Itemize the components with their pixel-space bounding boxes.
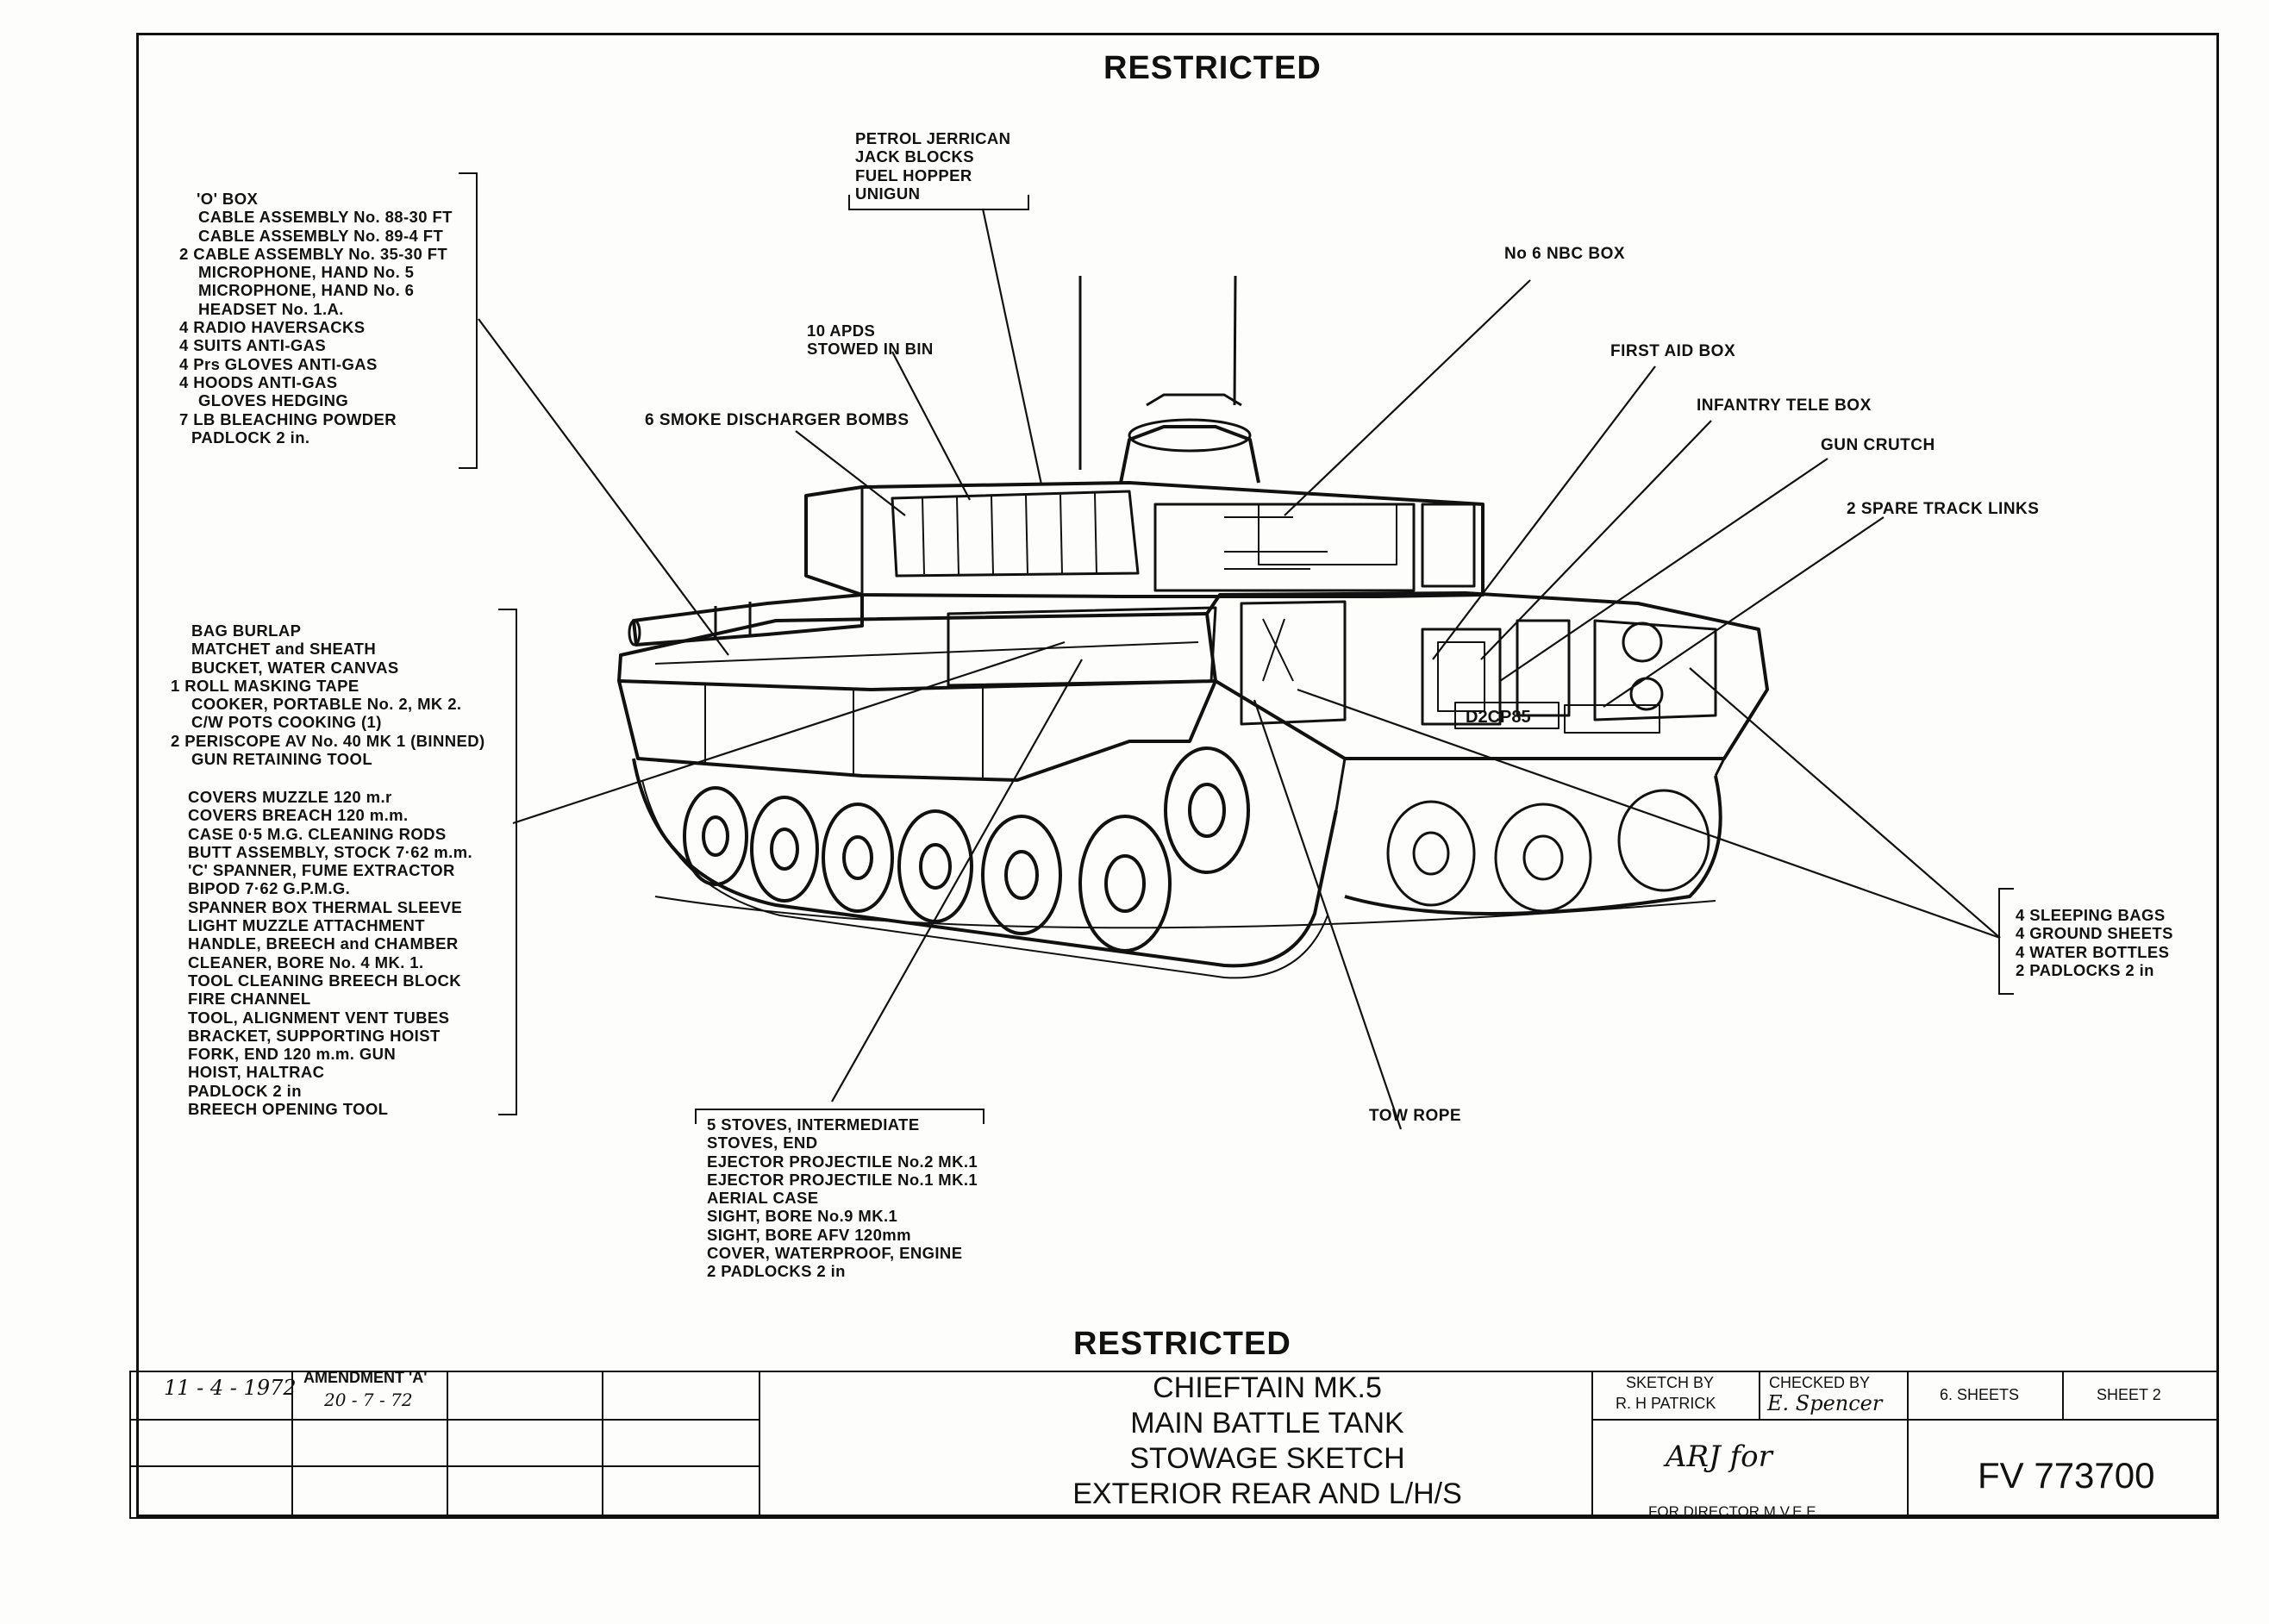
director-signature: ARJ for	[1666, 1440, 1772, 1474]
first-aid-box-label: FIRST AID BOX	[1610, 342, 1736, 360]
amendment-cell-empty-6	[602, 1419, 760, 1467]
gun-tools-stowage-list: COVERS MUZZLE 120 m.r COVERS BREACH 120 …	[188, 788, 472, 1119]
petrol-jerrican-group-label: PETROL JERRICAN JACK BLOCKS FUEL HOPPER …	[855, 129, 1011, 203]
nbc-box-label: No 6 NBC BOX	[1504, 245, 1626, 263]
tow-rope-label: TOW ROPE	[1369, 1107, 1462, 1125]
amendment-cell-empty-3	[129, 1419, 293, 1467]
infantry-tele-box-label: INFANTRY TELE BOX	[1697, 397, 1872, 415]
drawing-sheet-border	[136, 33, 2219, 1517]
hull-rear-stowage-list: 4 SLEEPING BAGS 4 GROUND SHEETS 4 WATER …	[2016, 906, 2173, 979]
amendment-cell-empty-1	[447, 1371, 603, 1421]
registration-plate: D2CP85	[1466, 708, 1531, 727]
hull-rear-bracket	[1998, 888, 2014, 995]
director-label: FOR DIRECTOR M.V.E.E.	[1648, 1503, 1821, 1520]
sketch-by-label: SKETCH BY	[1626, 1374, 1715, 1391]
apds-label: 10 APDS STOWED IN BIN	[807, 322, 934, 359]
amendment-cell-empty-2	[602, 1371, 760, 1421]
o-box-bracket	[459, 172, 478, 469]
sketch-by-name: R. H PATRICK	[1616, 1395, 1716, 1412]
title-line-4: EXTERIOR REAR AND L/H/S	[1072, 1477, 1462, 1510]
amendment-date: 20 - 7 - 72	[324, 1390, 413, 1410]
amendment-cell-empty-8	[291, 1465, 448, 1519]
title-line-1: CHIEFTAIN MK.5	[1153, 1371, 1382, 1404]
drawing-number-cell	[1907, 1419, 2219, 1519]
issue-date: 11 - 4 - 1972	[164, 1376, 297, 1400]
drawing-number: FV 773700	[1978, 1455, 2155, 1496]
checked-by-signature: E. Spencer	[1767, 1391, 1883, 1415]
gun-crutch-label: GUN CRUTCH	[1821, 436, 1935, 454]
amendment-cell-empty-4	[291, 1419, 448, 1467]
sheet-number: SHEET 2	[2097, 1386, 2161, 1403]
spare-track-links-label: 2 SPARE TRACK LINKS	[1847, 500, 2040, 518]
checked-by-label: CHECKED BY	[1769, 1374, 1871, 1391]
amendment-cell-empty-10	[602, 1465, 760, 1519]
amendment-cell-empty-7	[129, 1465, 293, 1519]
amendment-label: AMENDMENT 'A'	[303, 1369, 428, 1386]
side-bin-stowage-list: BAG BURLAP MATCHET and SHEATH BUCKET, WA…	[171, 621, 485, 769]
title-line-2: MAIN BATTLE TANK	[1130, 1407, 1404, 1440]
restricted-marking-top: RESTRICTED	[1103, 50, 1322, 86]
petrol-group-bracket	[848, 195, 1029, 210]
rear-bin-bracket	[695, 1109, 984, 1124]
o-box-stowage-list: 'O' BOX CABLE ASSEMBLY No. 88-30 FT CABL…	[179, 190, 453, 447]
side-bin-bracket	[498, 609, 517, 1115]
sheets-count: 6. SHEETS	[1940, 1386, 2020, 1403]
amendment-cell-empty-9	[447, 1465, 603, 1519]
rear-bin-stowage-list: 5 STOVES, INTERMEDIATE STOVES, END EJECT…	[707, 1115, 978, 1281]
restricted-marking-bottom: RESTRICTED	[1073, 1326, 1291, 1362]
smoke-discharger-label: 6 SMOKE DISCHARGER BOMBS	[645, 411, 909, 429]
title-line-3: STOWAGE SKETCH	[1129, 1442, 1405, 1475]
amendment-cell-empty-5	[447, 1419, 603, 1467]
drawing-title: CHIEFTAIN MK.5 MAIN BATTLE TANK STOWAGE …	[931, 1371, 1603, 1512]
